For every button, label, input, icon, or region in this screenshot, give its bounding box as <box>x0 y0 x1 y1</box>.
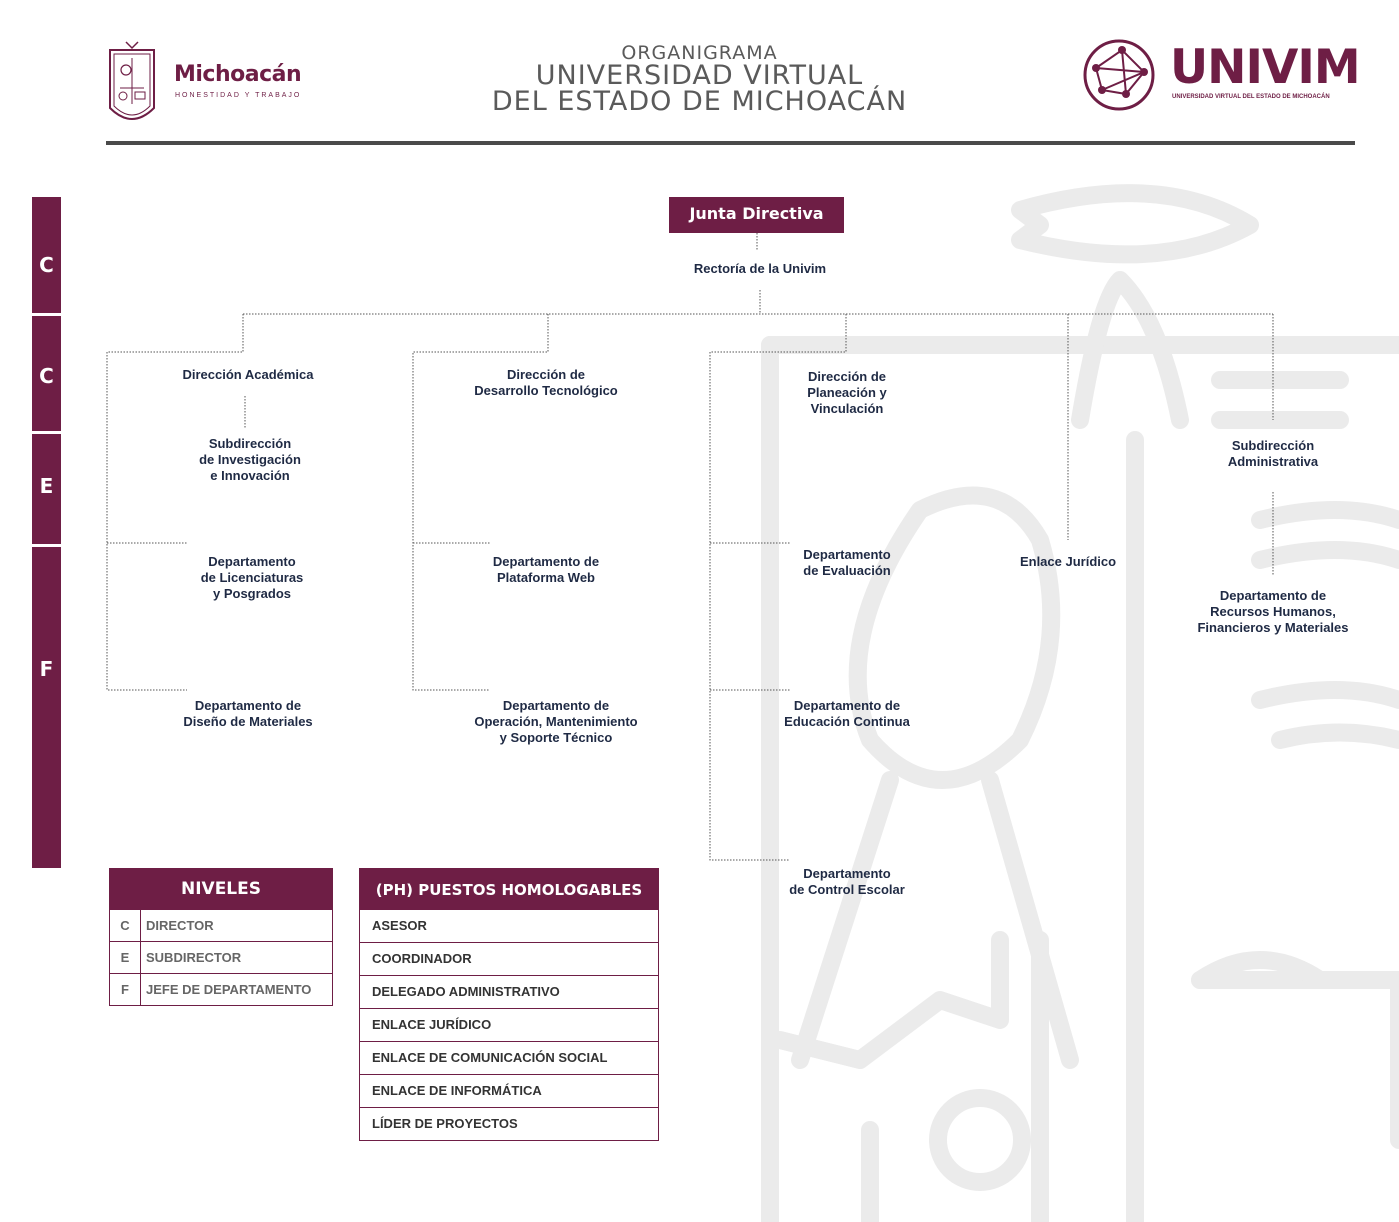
node-depto-control: Departamento de Control Escolar <box>789 866 905 897</box>
level-bar-c2: C <box>32 316 61 431</box>
puestos-row: ASESOR <box>360 909 658 942</box>
node-direccion-academica: Dirección Académica <box>182 367 314 382</box>
node-depto-educacion: Departamento de Educación Continua <box>784 698 910 729</box>
level-bar-c1: C <box>32 197 61 313</box>
node-direccion-tecnologico: Dirección de Desarrollo Tecnológico <box>474 367 618 398</box>
level-bar-e: E <box>32 434 61 544</box>
coat-of-arms-icon <box>109 41 155 120</box>
junta-directiva-box: Junta Directiva <box>669 197 844 233</box>
univim-logo-name: UNIVIM <box>1170 40 1361 95</box>
page-title-small: ORGANIGRAMA <box>621 42 778 64</box>
header-divider <box>106 141 1355 145</box>
niveles-title: NIVELES <box>110 869 332 909</box>
puestos-row: COORDINADOR <box>360 942 658 975</box>
node-depto-plataforma: Departamento de Plataforma Web <box>492 554 600 585</box>
michoacan-logo-name: Michoacán <box>174 62 302 87</box>
puestos-row: ENLACE DE COMUNICACIÓN SOCIAL <box>360 1041 658 1074</box>
puestos-row: DELEGADO ADMINISTRATIVO <box>360 975 658 1008</box>
node-depto-licenciaturas: Departamento de Licenciaturas y Posgrado… <box>200 554 304 601</box>
node-depto-recursos: Departamento de Recursos Humanos, Financ… <box>1197 588 1349 635</box>
globe-network-icon <box>1083 39 1155 111</box>
puestos-title: (PH) PUESTOS HOMOLOGABLES <box>360 869 658 909</box>
node-enlace-juridico: Enlace Jurídico <box>1019 554 1117 569</box>
puestos-row: LÍDER DE PROYECTOS <box>360 1107 658 1140</box>
watermark-background <box>761 184 1399 1222</box>
node-depto-evaluacion: Departamento de Evaluación <box>803 547 891 578</box>
michoacan-logo: Michoacán HONESTIDAD Y TRABAJO <box>104 38 304 128</box>
univim-logo: UNIVIM UNIVERSIDAD VIRTUAL DEL ESTADO DE… <box>1082 38 1362 112</box>
node-rectoria: Rectoría de la Univim <box>693 261 827 276</box>
node-depto-operacion: Departamento de Operación, Mantenimiento… <box>474 698 638 745</box>
michoacan-logo-tagline: HONESTIDAD Y TRABAJO <box>175 92 302 99</box>
puestos-row: ENLACE JURÍDICO <box>360 1008 658 1041</box>
univim-logo-tagline: UNIVERSIDAD VIRTUAL DEL ESTADO DE MICHOA… <box>1172 94 1330 100</box>
level-bar-f: F <box>32 547 61 868</box>
node-subdireccion-administrativa: Subdirección Administrativa <box>1227 438 1319 469</box>
node-subdireccion-investigacion: Subdirección de Investigación e Innovaci… <box>199 436 301 483</box>
node-depto-diseno: Departamento de Diseño de Materiales <box>183 698 313 729</box>
puestos-row: ENLACE DE INFORMÁTICA <box>360 1074 658 1107</box>
page-title-line1: UNIVERSIDAD VIRTUAL <box>535 60 864 91</box>
node-direccion-planeacion: Dirección de Planeación y Vinculación <box>807 369 887 416</box>
puestos-table: (PH) PUESTOS HOMOLOGABLES ASESOR COORDIN… <box>359 868 659 1141</box>
page-title-line2: DEL ESTADO DE MICHOACÁN <box>491 86 908 117</box>
